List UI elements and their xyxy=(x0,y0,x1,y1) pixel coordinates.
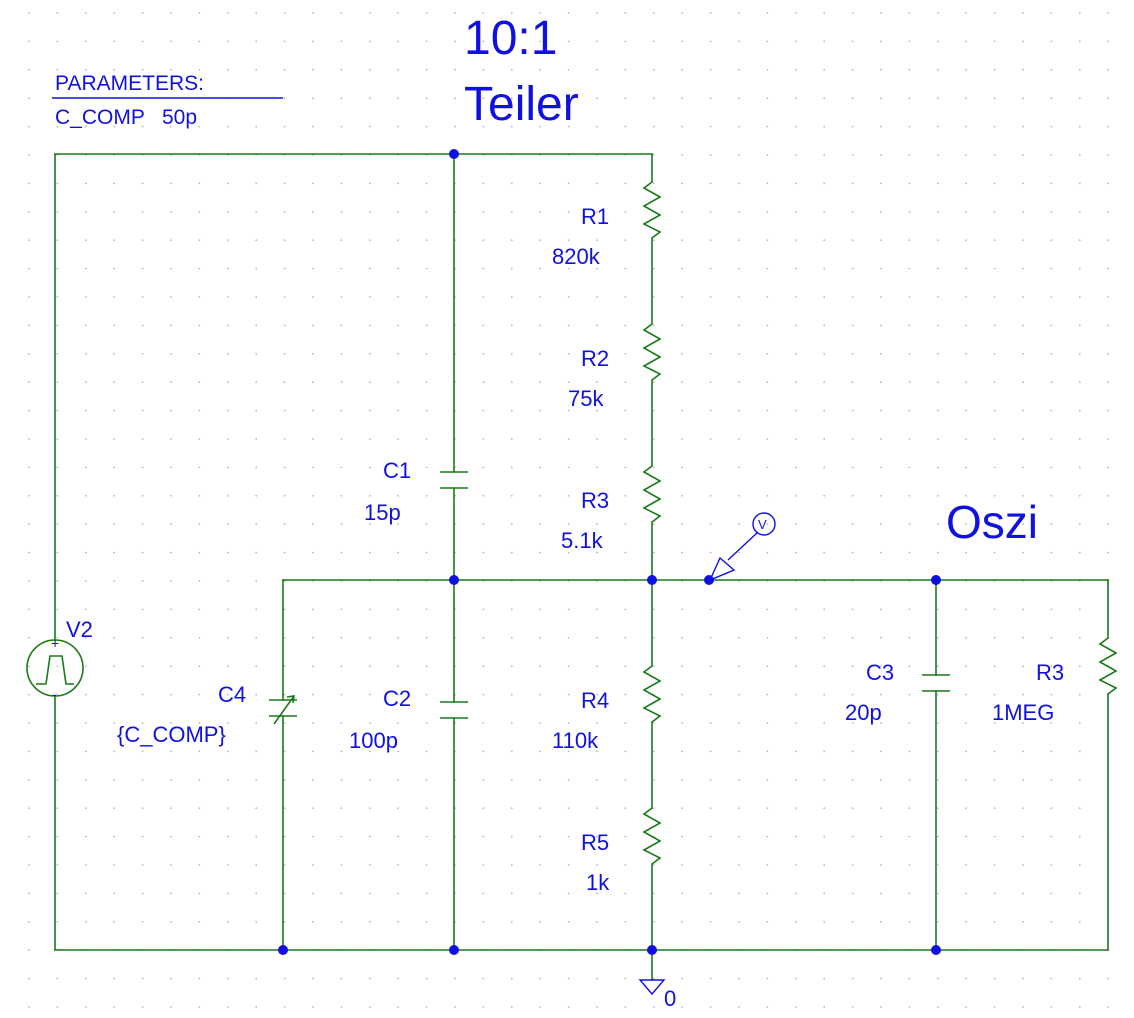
junction-dots xyxy=(278,149,941,955)
c4-ref: C4 xyxy=(218,682,246,707)
r5-ref: R5 xyxy=(581,830,609,855)
grid-dots xyxy=(28,12,1110,1008)
r4-value: 110k xyxy=(552,728,599,753)
r5-value: 1k xyxy=(586,870,610,895)
capacitor-c2-symbol[interactable] xyxy=(440,701,468,719)
parameters-header: PARAMETERS: xyxy=(55,72,204,95)
v2-minus-sign: - xyxy=(52,686,57,702)
c4-value: {C_COMP} xyxy=(117,722,226,747)
capacitor-c3-symbol[interactable] xyxy=(922,674,950,692)
pulse-source-v2-icon[interactable]: + - xyxy=(26,635,84,702)
resistor-r4-symbol[interactable] xyxy=(642,665,662,723)
resistor-r5-symbol[interactable] xyxy=(642,807,662,865)
capacitor-c4-variable-symbol[interactable] xyxy=(269,695,297,725)
c3-value: 20p xyxy=(845,700,882,725)
r3-oszi-ref: R3 xyxy=(1036,660,1064,685)
r2-value: 75k xyxy=(568,386,604,411)
title-ratio: 10:1 xyxy=(464,12,557,65)
r2-ref: R2 xyxy=(581,346,609,371)
capacitor-c1-symbol[interactable] xyxy=(440,471,468,489)
parameters-entry: C_COMP 50p xyxy=(55,106,197,129)
c2-value: 100p xyxy=(349,728,398,753)
title-teiler: Teiler xyxy=(464,78,579,131)
probe-label: V xyxy=(758,517,767,532)
r4-ref: R4 xyxy=(581,688,609,713)
resistor-r3-oszi-symbol[interactable] xyxy=(1098,637,1118,695)
ground-label: 0 xyxy=(664,986,676,1011)
wires xyxy=(54,153,1109,981)
c1-value: 15p xyxy=(364,500,401,525)
c2-ref: C2 xyxy=(383,686,411,711)
resistor-r1-symbol[interactable] xyxy=(642,181,662,239)
oszi-label: Oszi xyxy=(946,496,1038,548)
ground-icon xyxy=(638,979,666,996)
c1-ref: C1 xyxy=(383,458,411,483)
resistor-r2-symbol[interactable] xyxy=(642,323,662,381)
v2-plus-sign: + xyxy=(51,635,59,651)
voltage-probe-icon[interactable]: V xyxy=(708,512,776,582)
r1-ref: R1 xyxy=(581,204,609,229)
r3-oszi-value: 1MEG xyxy=(992,700,1054,725)
r3-value: 5.1k xyxy=(561,528,604,553)
v2-ref: V2 xyxy=(66,617,93,642)
r3-ref: R3 xyxy=(581,488,609,513)
resistor-r3-symbol[interactable] xyxy=(642,465,662,523)
c3-ref: C3 xyxy=(866,660,894,685)
r1-value: 820k xyxy=(552,244,601,269)
